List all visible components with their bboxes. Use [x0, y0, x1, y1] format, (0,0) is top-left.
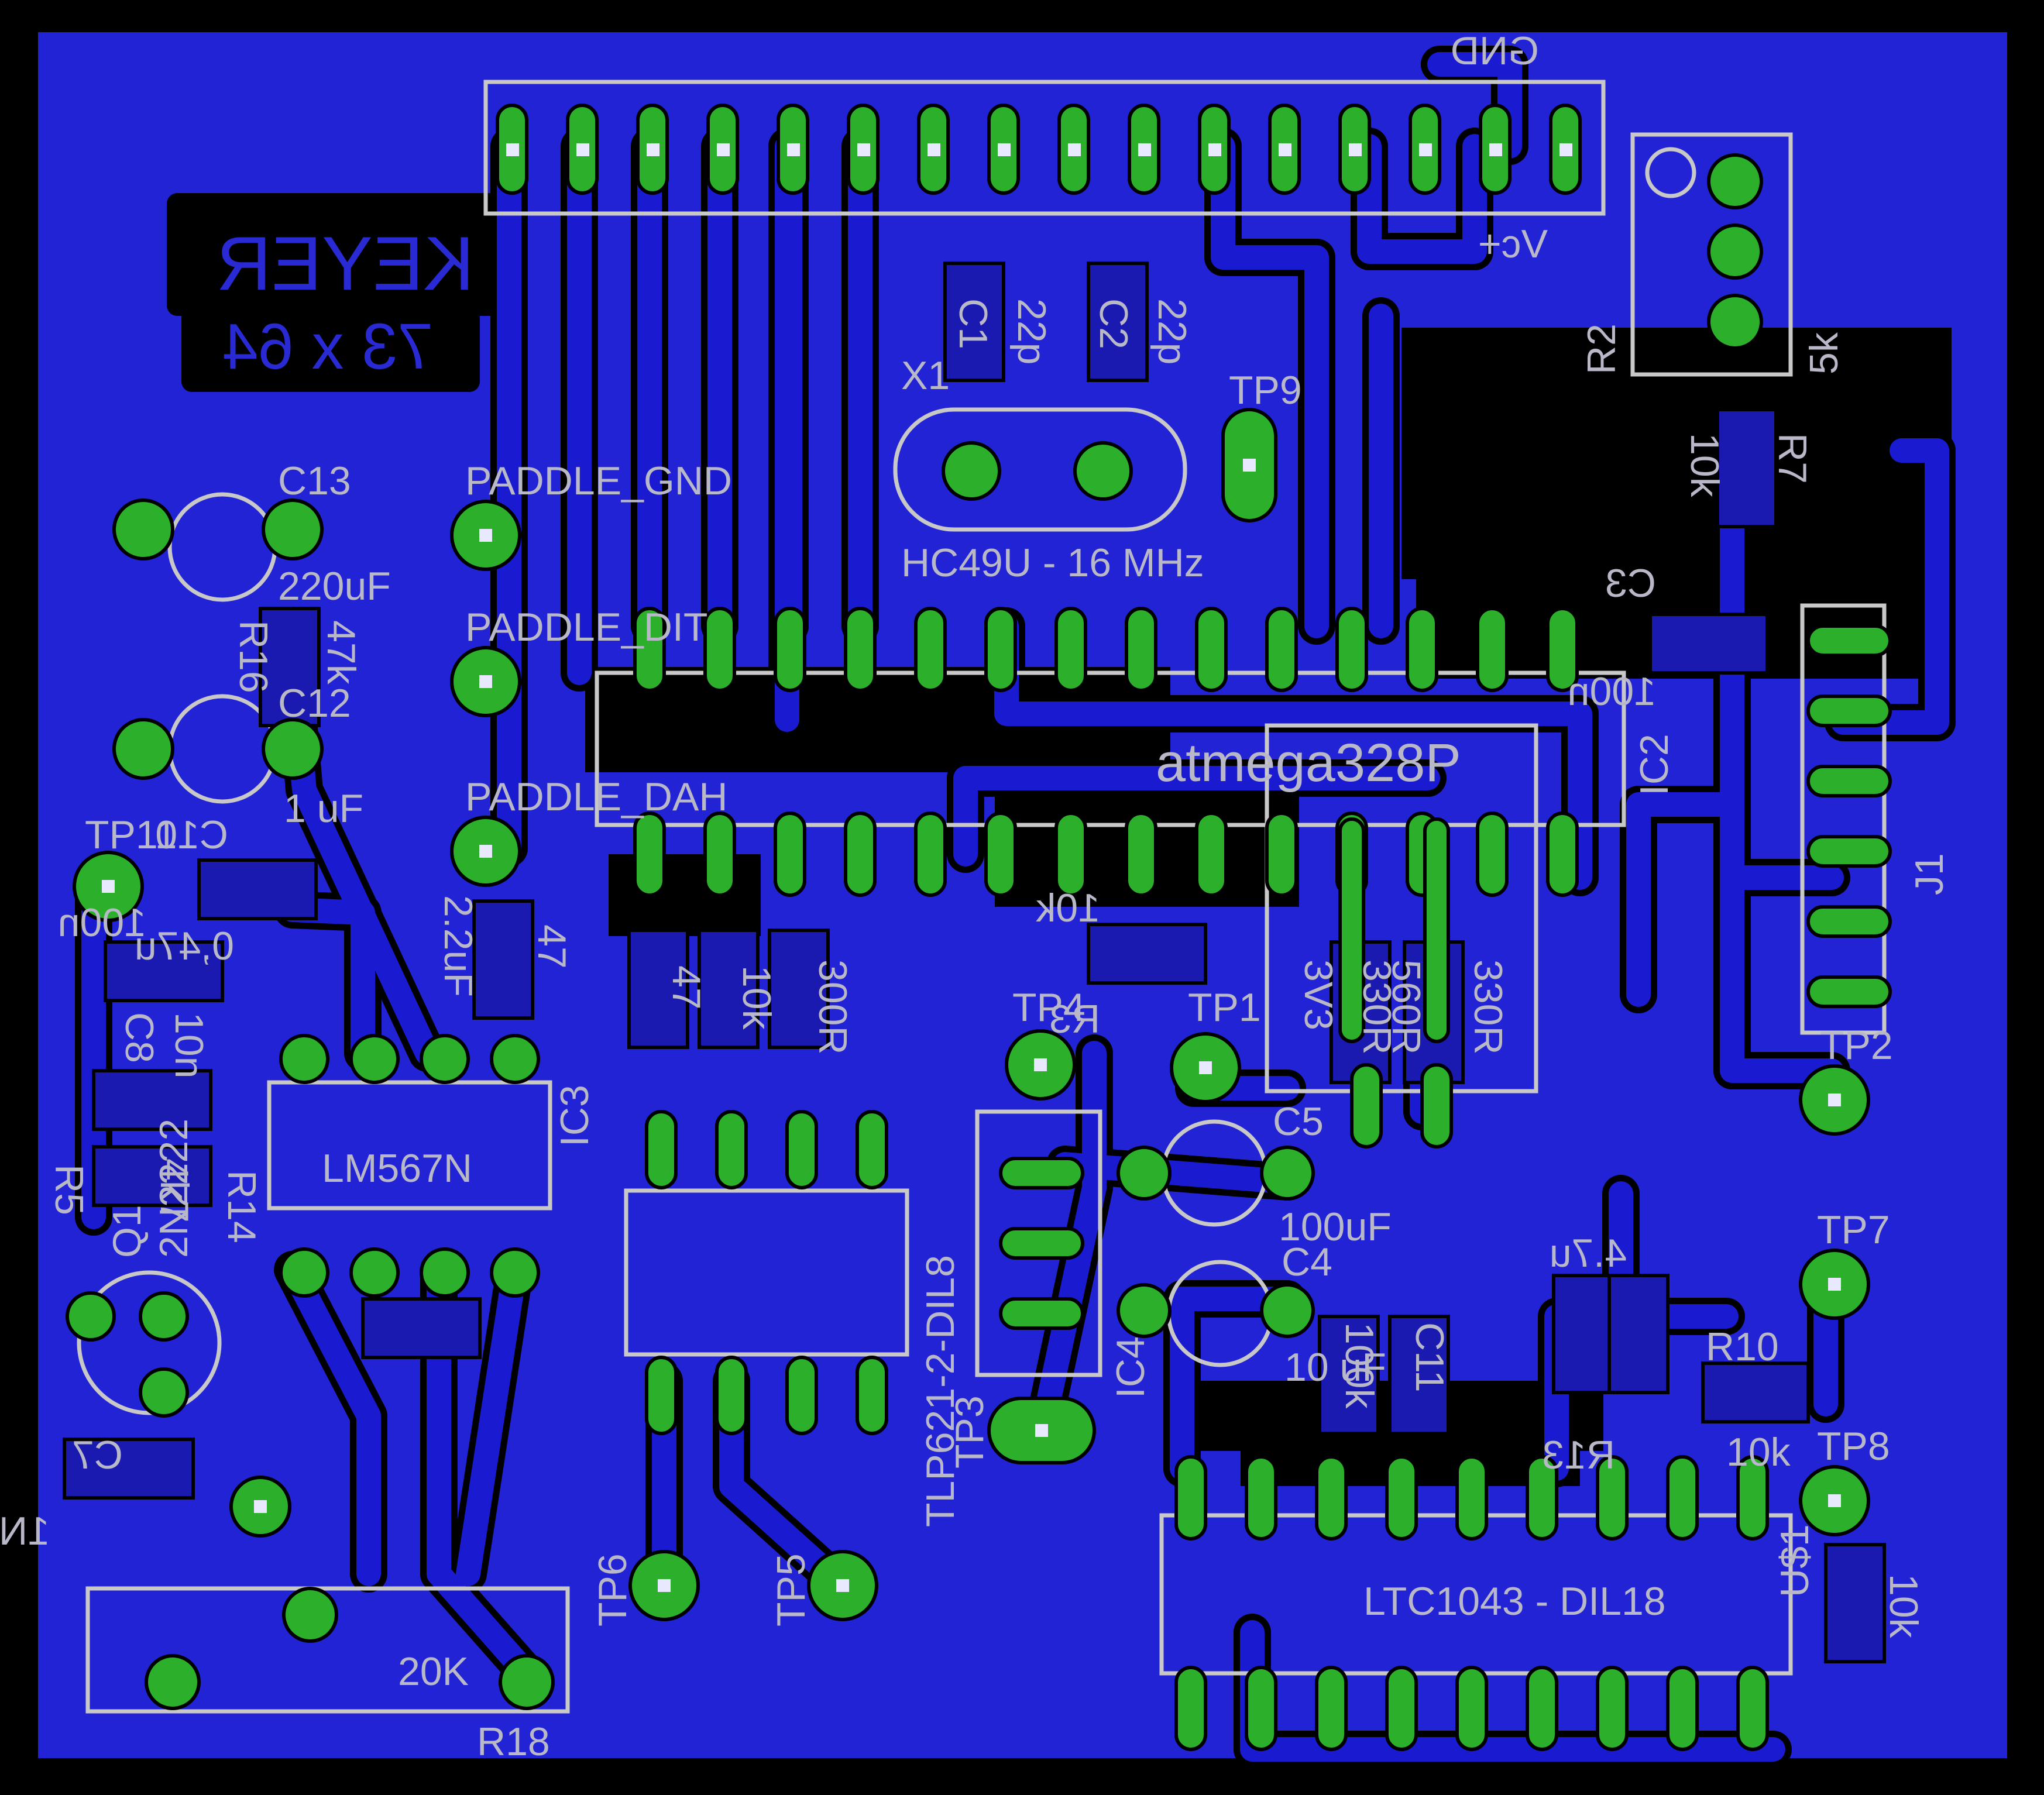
c5-label: C5: [1273, 1099, 1324, 1144]
paddle-dit-label: PADDLE_DIT: [465, 605, 707, 649]
c1-label: C1: [951, 298, 995, 349]
tp8-label: TP8: [1817, 1424, 1890, 1469]
c4-label: C4: [1282, 1240, 1332, 1284]
c9-value: 0,47u: [135, 924, 234, 968]
smd-parts: [63, 262, 1886, 1663]
tp9-label: TP9: [1229, 368, 1302, 412]
c7-label: C7: [72, 1433, 123, 1477]
tp4-label: TP4: [1012, 985, 1085, 1030]
r7-label: R7: [1770, 433, 1815, 484]
r14-label: R14: [219, 1170, 264, 1243]
s3-label: 560R: [1384, 960, 1428, 1055]
c8-label: C8: [117, 1012, 162, 1063]
x1-label: X1: [901, 353, 950, 398]
r10-value: 10k: [1726, 1430, 1791, 1474]
size-text: 73 x 64: [222, 311, 434, 383]
c12-label: C12: [278, 681, 351, 725]
s2-label: 330R: [1355, 960, 1399, 1055]
q1-value: 2N2222: [152, 1119, 196, 1258]
u1-label: U$1: [1772, 1524, 1817, 1597]
r10-label: R10: [1706, 1325, 1779, 1369]
gnd-label: GND: [1451, 29, 1539, 73]
r16-value: 47k: [319, 620, 363, 685]
ltc-label: LTC1043 - DIL18: [1363, 1579, 1666, 1624]
xtal-label: HC49U - 16 MHz: [901, 541, 1204, 585]
c1-value: 22p: [1009, 298, 1054, 364]
rc-value: 300R: [810, 960, 855, 1055]
tp6-label: TP6: [590, 1553, 635, 1626]
ic4-label: IC4: [1108, 1336, 1153, 1398]
j1-label: J1: [1907, 853, 1952, 895]
ic3-label: IC3: [552, 1085, 597, 1147]
u1-value: 10k: [1881, 1574, 1926, 1639]
drill-holes: [102, 143, 1841, 1592]
vcc-label: Vc+: [1478, 222, 1548, 266]
r5-label: R5: [47, 1164, 91, 1215]
keyer-label: KEYER 73 x 64: [167, 193, 524, 392]
r7-value: 10k: [1682, 433, 1727, 498]
tlp-label: TLP621-2-DIL8: [918, 1255, 963, 1527]
c13-value: 220uF: [278, 564, 391, 608]
r13-value: 4.7u: [1550, 1231, 1627, 1275]
keyer-text: KEYER: [217, 221, 475, 306]
c10-label: C10: [155, 813, 228, 857]
tp3-label: TP3: [947, 1395, 992, 1469]
tp11-label: TP11: [85, 813, 177, 857]
c3-label: C3: [1605, 561, 1656, 606]
ic2-label: IC2: [1632, 734, 1677, 796]
c11-label: C11: [1407, 1322, 1452, 1392]
tp7-label: TP7: [1817, 1208, 1890, 1252]
c2-value: 22p: [1150, 298, 1194, 364]
rb-value: 10k: [734, 965, 779, 1030]
c10-value: 100n: [58, 900, 146, 945]
c8-value: 10n: [167, 1012, 211, 1078]
tp5-label: TP5: [769, 1553, 813, 1626]
s4-label: 330R: [1466, 960, 1510, 1055]
c13-label: C13: [278, 459, 351, 503]
pads: [66, 104, 1892, 1751]
paddle-gnd-label: PADDLE_GND: [465, 459, 732, 503]
lm567-label: LM567N: [322, 1146, 472, 1191]
c3-value: 100n: [1568, 669, 1656, 714]
r3-label: R3: [1049, 997, 1100, 1041]
mcu-label: atmega328P: [1156, 733, 1461, 793]
r1-value: 47: [530, 924, 574, 969]
r13-label: R13: [1542, 1433, 1615, 1477]
r18-value: 20K: [398, 1649, 469, 1694]
r18-label: R18: [477, 1720, 550, 1764]
s1-label: 3V3: [1296, 960, 1341, 1030]
r2-label: R2: [1579, 324, 1624, 374]
ra-value: 47: [664, 965, 709, 1010]
r16-label: R16: [231, 620, 276, 693]
c6-value: 2.2uF: [436, 895, 480, 997]
r14-value: 4k7: [152, 1158, 197, 1223]
c11-value: 100k: [1337, 1322, 1382, 1409]
c2-label: C2: [1091, 298, 1136, 349]
c5-value: 100uF: [1279, 1205, 1392, 1249]
c12-value: 1 uF: [284, 786, 363, 831]
d1-label: 1N4148: [0, 1509, 50, 1553]
silkscreen-labels: GND Vc+ R2 5k X1 C1 22p C2 22p TP9 HC49U…: [0, 29, 1952, 1764]
c4-value: 10 uF: [1284, 1345, 1386, 1390]
q1-label: Q1: [105, 1205, 149, 1258]
tp1-label: TP1: [1188, 985, 1261, 1030]
paddle-dah-label: PADDLE_DAH: [465, 775, 727, 819]
r2-value: 5k: [1802, 332, 1846, 374]
r3-value: 10k: [1035, 886, 1100, 930]
tp2-label: TP2: [1820, 1023, 1893, 1068]
